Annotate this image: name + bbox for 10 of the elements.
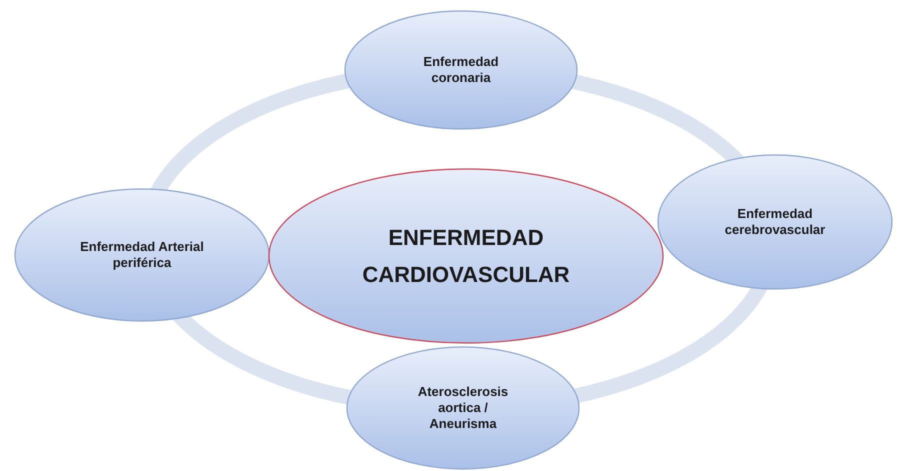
node-label: Enfermedad cerebrovascular — [724, 206, 826, 238]
ellipse-node — [346, 346, 580, 470]
ellipse-node — [268, 168, 664, 344]
ellipse-node — [344, 10, 578, 130]
node-label: ENFERMEDAD CARDIOVASCULAR — [361, 224, 571, 289]
node-label: Enfermedad coronaria — [422, 54, 500, 86]
ellipse-node — [14, 188, 270, 322]
node-label: Enfermedad Arterial periférica — [79, 238, 205, 272]
node-label: Aterosclerosis aortica / Aneurisma — [416, 384, 510, 432]
ellipse-node — [657, 154, 893, 290]
